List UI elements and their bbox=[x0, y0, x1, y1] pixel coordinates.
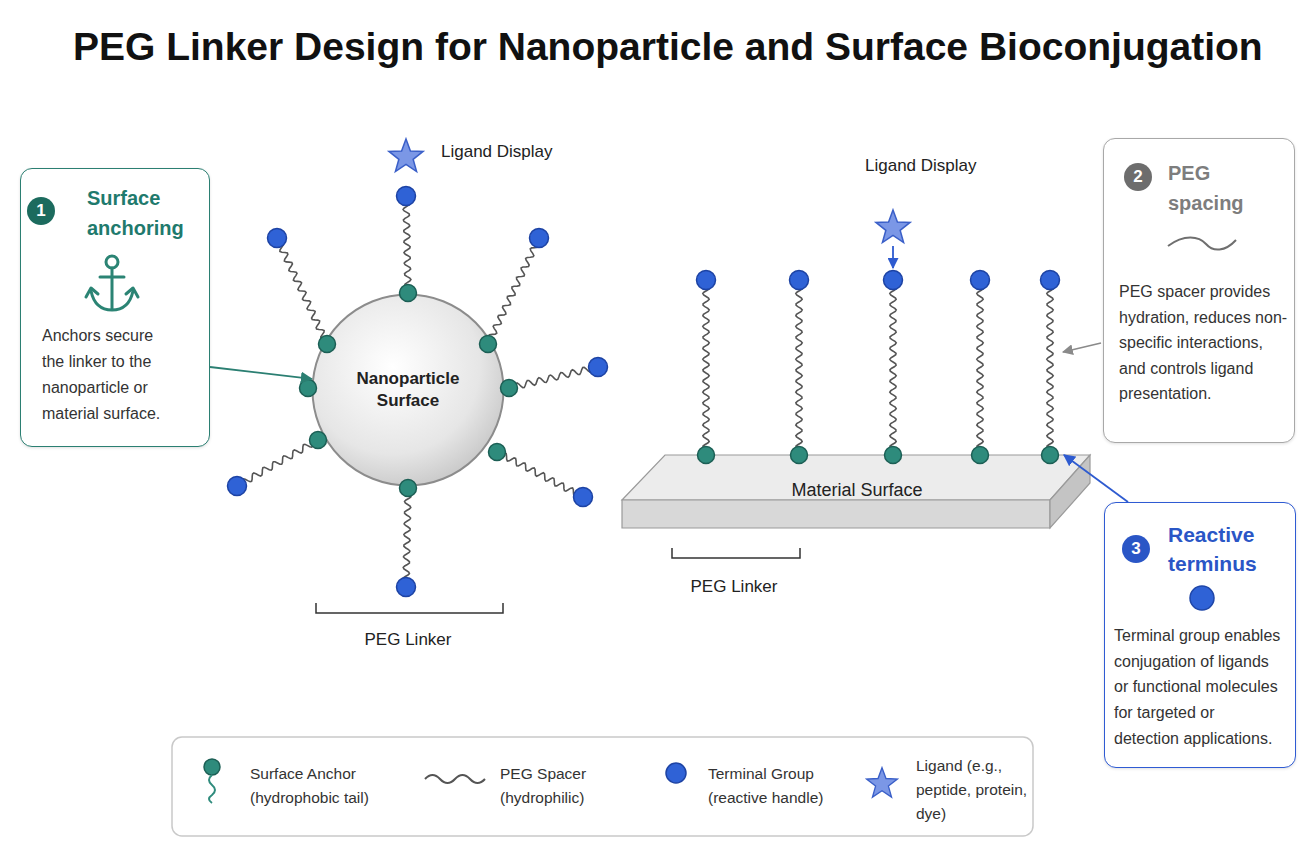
slab-top bbox=[622, 455, 1090, 500]
legend-box bbox=[172, 737, 1033, 836]
surface-anchor bbox=[400, 285, 417, 302]
surface-anchor bbox=[480, 336, 497, 353]
legend-label: Terminal Group (reactive handle) bbox=[708, 762, 838, 810]
peg-chain bbox=[403, 196, 411, 293]
terminal-dot bbox=[589, 358, 608, 377]
ligand-star bbox=[876, 210, 910, 243]
peg-chain bbox=[403, 488, 411, 587]
peg-chain bbox=[703, 280, 709, 455]
leader-arrow bbox=[1063, 343, 1101, 352]
terminal-dot bbox=[697, 271, 716, 290]
callout-body: PEG spacer provides hydration, reduces n… bbox=[1119, 279, 1289, 407]
diagram-title: PEG Linker Design for Nanoparticle and S… bbox=[73, 23, 1263, 71]
anchor-icon bbox=[86, 256, 138, 310]
bracket bbox=[672, 548, 800, 558]
legend-anchor-sample bbox=[204, 759, 220, 775]
surface-anchor bbox=[400, 480, 417, 497]
circle-outline bbox=[311, 293, 505, 487]
surface-anchor bbox=[698, 447, 715, 464]
peg-chain bbox=[1047, 280, 1053, 455]
terminal-dot bbox=[530, 229, 549, 248]
shape-label: Nanoparticle Surface bbox=[341, 293, 475, 487]
peg-chain bbox=[796, 280, 802, 455]
terminal-dot bbox=[1041, 271, 1060, 290]
terminal-dot bbox=[268, 229, 287, 248]
legend-label: Ligand (e.g., peptide, protein, dye) bbox=[916, 754, 1031, 826]
ligand-arrow bbox=[892, 246, 894, 268]
callout-number: 3 bbox=[1122, 535, 1150, 563]
terminal-dot bbox=[884, 271, 903, 290]
slab-side bbox=[1050, 455, 1090, 528]
callout-heading: PEG spacing bbox=[1168, 158, 1258, 218]
material-surface: Material Surface bbox=[622, 455, 1090, 528]
slab-front bbox=[622, 500, 1050, 528]
bracket-label: PEG Linker bbox=[328, 629, 488, 651]
peg-chain bbox=[237, 439, 318, 488]
callout-box: 3 Reactive terminusTerminal group enables… bbox=[1104, 502, 1296, 768]
peg-chain bbox=[977, 280, 983, 455]
callout-box: 2 PEG spacingPEG spacer provides hydratio… bbox=[1103, 138, 1295, 443]
anchor-group bbox=[698, 447, 1059, 464]
surface-anchor bbox=[300, 380, 317, 397]
surface-anchor bbox=[885, 447, 902, 464]
terminal-icon bbox=[1190, 586, 1214, 610]
terminal-dot bbox=[971, 271, 990, 290]
surface-anchor bbox=[310, 432, 327, 449]
surface-anchor bbox=[972, 447, 989, 464]
terminal-dot bbox=[228, 477, 247, 496]
ligand-label: Ligand Display bbox=[865, 155, 995, 177]
shape-label: Material Surface bbox=[772, 479, 942, 501]
ligand-label: Ligand Display bbox=[441, 141, 581, 163]
surface-anchor bbox=[791, 447, 808, 464]
bracket bbox=[316, 603, 503, 613]
legend-ligand-sample bbox=[867, 768, 898, 797]
callout-number: 1 bbox=[27, 197, 55, 225]
surface-anchor bbox=[489, 444, 506, 461]
terminal-dot bbox=[790, 271, 809, 290]
ligand-star bbox=[389, 139, 423, 172]
terminal-dot bbox=[397, 578, 416, 597]
terminal-dot bbox=[574, 488, 593, 507]
nanoparticle-circle bbox=[313, 295, 504, 486]
anchor-group bbox=[300, 285, 518, 497]
callout-box: 1 Surface anchoringAnchors secure the lin… bbox=[20, 168, 210, 447]
anchor-icon-bar bbox=[100, 276, 124, 279]
terminal-dot bbox=[397, 187, 416, 206]
peg-icon bbox=[1168, 238, 1236, 250]
callout-heading: Surface anchoring bbox=[87, 183, 202, 243]
legend-terminal-sample bbox=[666, 763, 686, 783]
connector-arrow bbox=[1064, 455, 1128, 502]
legend-anchor-tail bbox=[209, 775, 215, 803]
callout-body: Anchors secure the linker to the nanopar… bbox=[42, 323, 167, 427]
terminal-group bbox=[697, 271, 1060, 290]
anchor-icon-barb bbox=[86, 288, 98, 297]
connector-arrow bbox=[210, 367, 312, 379]
callout-heading: Reactive terminus bbox=[1168, 520, 1278, 578]
bracket-label: PEG Linker bbox=[654, 576, 814, 598]
anchor-icon-barb bbox=[126, 288, 138, 297]
anchor-icon-ring bbox=[106, 256, 118, 268]
peg-chain bbox=[488, 238, 539, 344]
peg-chain bbox=[890, 280, 896, 455]
surface-anchor bbox=[501, 380, 518, 397]
peg-chain bbox=[509, 365, 598, 391]
surface-anchor bbox=[1042, 447, 1059, 464]
anchor-icon-shank bbox=[111, 268, 114, 309]
anchor-icon-arm bbox=[91, 291, 133, 310]
peg-chain bbox=[497, 452, 583, 497]
legend-label: Surface Anchor (hydrophobic tail) bbox=[250, 762, 390, 810]
callout-body: Terminal group enables conjugation of li… bbox=[1114, 623, 1283, 752]
surface-anchor bbox=[319, 336, 336, 353]
terminal-group bbox=[228, 187, 608, 597]
legend-peg-sample bbox=[425, 775, 485, 783]
callout-number: 2 bbox=[1124, 163, 1152, 191]
nanoparticle: Nanoparticle Surface bbox=[311, 293, 505, 487]
peg-chain bbox=[275, 238, 328, 344]
legend-label: PEG Spacer (hydrophilic) bbox=[500, 762, 610, 810]
